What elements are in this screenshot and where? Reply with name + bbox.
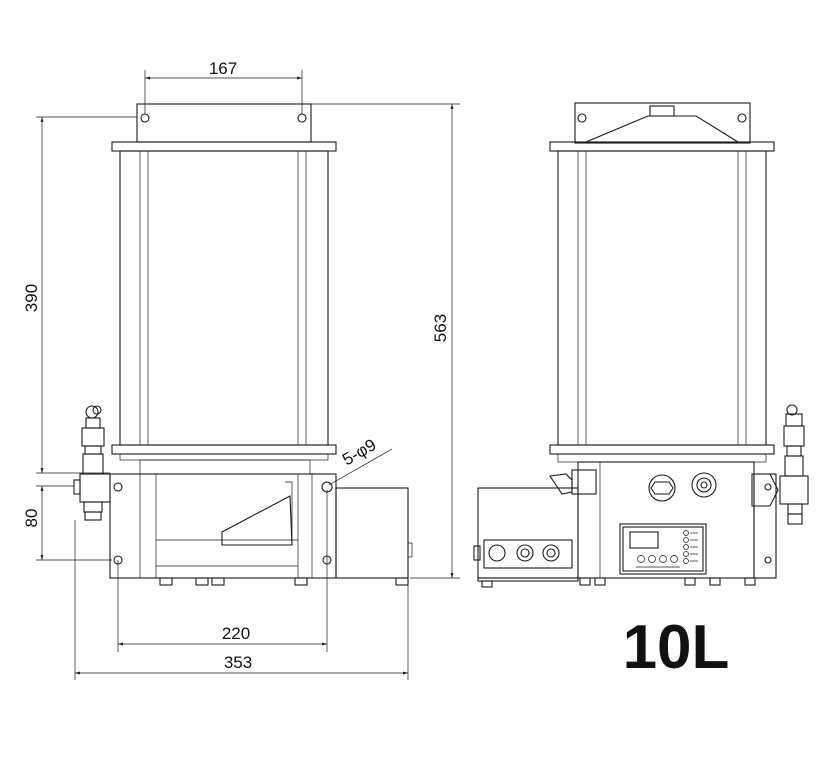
valve-fitting bbox=[779, 404, 809, 525]
model-label: 10L bbox=[623, 613, 730, 682]
top-bracket bbox=[574, 102, 751, 144]
bracket-hole-left bbox=[140, 113, 150, 123]
dim-total-height: 563 bbox=[431, 314, 450, 342]
dim-base-width: 220 bbox=[222, 624, 250, 643]
dim-mount-holes: 5-φ9 bbox=[339, 435, 379, 469]
reservoir bbox=[119, 150, 329, 446]
pump-block bbox=[477, 487, 579, 579]
control-panel bbox=[619, 523, 707, 575]
dim-reservoir-height: 390 bbox=[22, 284, 41, 312]
front-view bbox=[73, 103, 413, 586]
top-flange bbox=[111, 141, 337, 152]
dim-overall-width: 353 bbox=[224, 653, 252, 672]
reservoir bbox=[557, 150, 767, 446]
valve-fitting bbox=[73, 405, 111, 521]
side-view bbox=[473, 102, 809, 588]
dimension-lines bbox=[36, 70, 460, 680]
top-bracket bbox=[136, 103, 312, 143]
base-block bbox=[109, 473, 337, 579]
bottom-flange bbox=[111, 444, 337, 455]
dim-base-height: 80 bbox=[22, 509, 41, 528]
bracket-hole-right bbox=[297, 113, 307, 123]
pump-block bbox=[335, 487, 409, 579]
dim-top-bracket-width: 167 bbox=[209, 59, 237, 78]
